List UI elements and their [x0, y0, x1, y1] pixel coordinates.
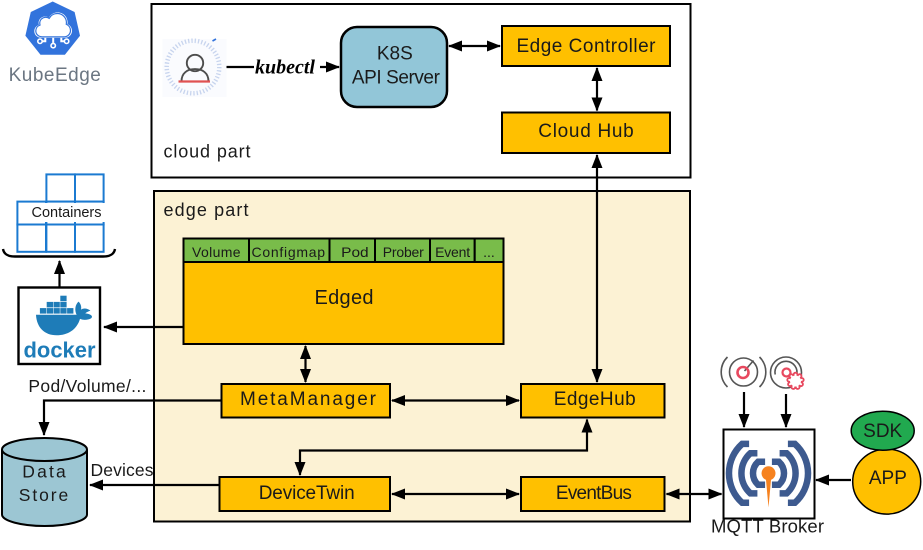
- svg-text:MetaManager: MetaManager: [240, 389, 377, 410]
- svg-text:EventBus: EventBus: [556, 483, 632, 504]
- svg-text:Containers: Containers: [32, 205, 102, 221]
- svg-text:APP: APP: [869, 468, 907, 489]
- svg-text:SDK: SDK: [863, 421, 902, 442]
- svg-text:Pod: Pod: [341, 244, 369, 260]
- svg-text:Cloud Hub: Cloud Hub: [538, 121, 634, 142]
- svg-text:Edged: Edged: [315, 287, 374, 309]
- svg-text:Store: Store: [19, 485, 69, 505]
- svg-text:Volume: Volume: [192, 244, 241, 260]
- svg-text:kubectl: kubectl: [255, 57, 315, 79]
- svg-text:MQTT Broker: MQTT Broker: [711, 516, 824, 537]
- svg-text:API Server: API Server: [352, 68, 441, 89]
- svg-text:edge part: edge part: [164, 200, 249, 220]
- svg-text:cloud part: cloud part: [164, 142, 251, 162]
- svg-text:Configmap: Configmap: [252, 244, 326, 260]
- svg-text:EdgeHub: EdgeHub: [554, 389, 636, 410]
- svg-text:Devices: Devices: [91, 460, 154, 480]
- svg-text:K8S: K8S: [377, 44, 413, 65]
- svg-text:docker: docker: [24, 338, 96, 363]
- svg-text:Data: Data: [22, 462, 66, 482]
- svg-text:...: ...: [483, 244, 495, 260]
- svg-text:Event: Event: [435, 244, 470, 260]
- svg-text:DeviceTwin: DeviceTwin: [259, 483, 355, 504]
- svg-text:Edge Controller: Edge Controller: [517, 36, 657, 57]
- svg-text:Prober: Prober: [383, 244, 424, 260]
- svg-text:Pod/Volume/...: Pod/Volume/...: [28, 376, 146, 396]
- svg-text:KubeEdge: KubeEdge: [9, 65, 102, 86]
